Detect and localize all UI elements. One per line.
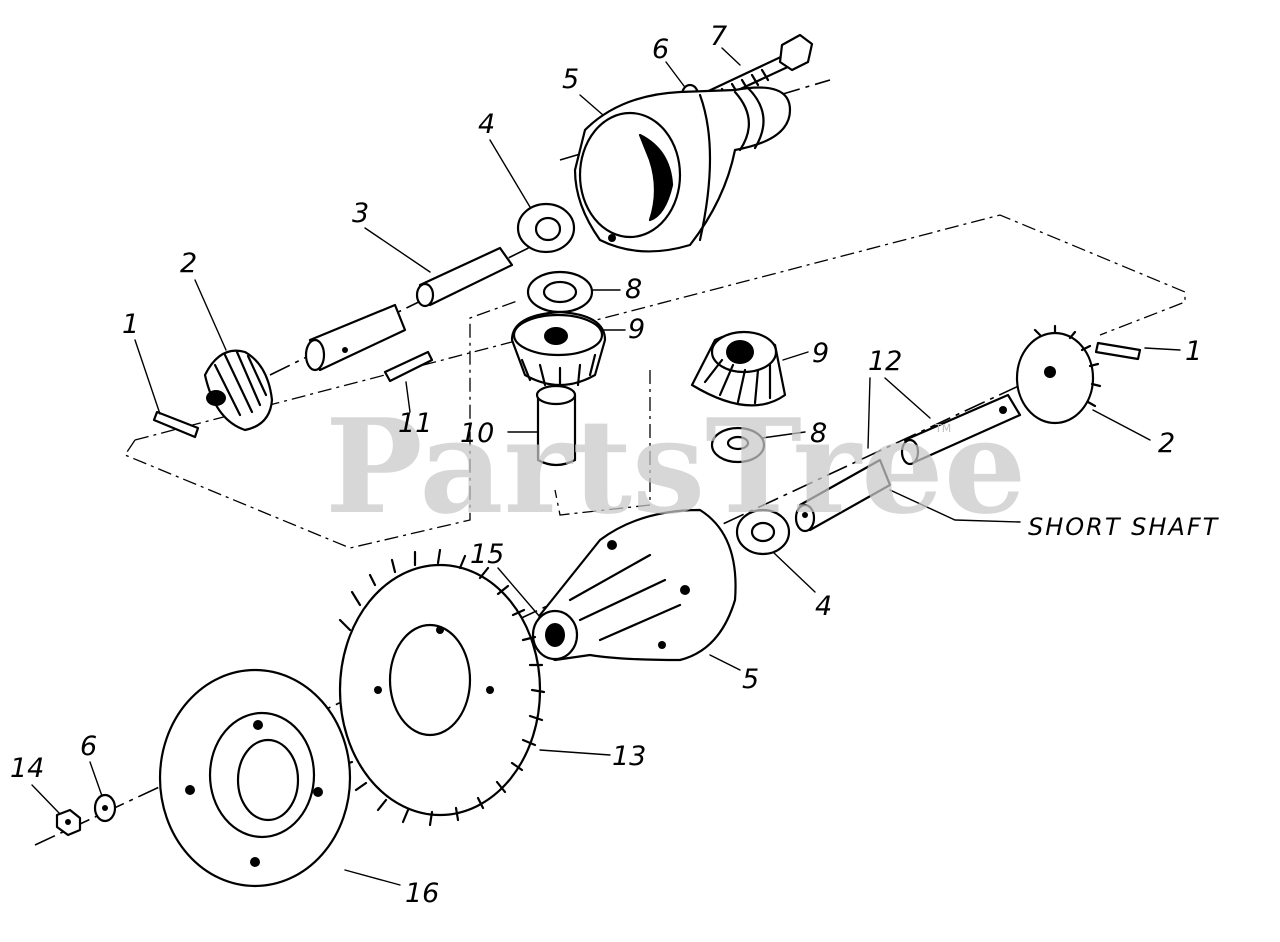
callout-9-right: 9: [812, 338, 829, 369]
callout-1-left: 1: [122, 309, 139, 340]
sprocket-13: [338, 548, 546, 827]
washer-4-bottom: [735, 508, 791, 556]
callout-8-top: 8: [625, 274, 642, 305]
callout-3: 3: [352, 198, 369, 229]
bevel-gear-2-right: [1015, 324, 1102, 425]
washer-8-top: [526, 270, 594, 314]
shaft-3: [415, 246, 514, 308]
callout-9-top: 9: [628, 314, 645, 345]
lock-washer-6-bottom: [93, 793, 117, 823]
spider-gear-9-top: [510, 310, 607, 390]
housing-5-bottom: [531, 508, 737, 662]
callout-11: 11: [398, 408, 432, 439]
leader-lines: [31, 47, 1181, 886]
callout-2-left: 2: [180, 248, 197, 279]
watermark: PartsTree: [325, 390, 1026, 543]
callout-7: 7: [710, 21, 727, 52]
callout-8-right: 8: [810, 418, 827, 449]
callout-6-top: 6: [652, 34, 669, 65]
short-shaft-12: [794, 393, 1022, 533]
callout-10: 10: [460, 418, 494, 449]
callout-13: 13: [612, 741, 646, 772]
callout-4-top: 4: [478, 109, 495, 140]
bolt-7: [698, 33, 814, 107]
pin-1-left: [152, 410, 200, 439]
callout-15: 15: [470, 539, 504, 570]
nut-14: [55, 808, 82, 837]
callout-5-top: 5: [562, 64, 579, 95]
shaft-left: [304, 303, 407, 372]
watermark-trademark: TM: [934, 422, 951, 435]
callout-2-right: 2: [1158, 428, 1175, 459]
spider-gear-9-right: [690, 330, 787, 407]
washer-8-right: [710, 426, 766, 464]
callout-4-bottom: 4: [815, 591, 832, 622]
washer-4-top: [516, 202, 576, 254]
pin-1-right: [1094, 341, 1142, 361]
pin-10: [535, 384, 577, 467]
callout-12: 12: [868, 346, 902, 377]
housing-5-top: [573, 86, 792, 253]
callout-6-bottom: 6: [80, 731, 97, 762]
pin-11: [383, 350, 434, 383]
assembly-outline: [124, 214, 1186, 549]
hub-16: [158, 668, 352, 888]
callout-14: 14: [10, 753, 44, 784]
bevel-gear-2-left: [203, 349, 274, 432]
callout-1-right: 1: [1185, 336, 1202, 367]
callout-short-shaft: SHORT SHAFT: [1028, 513, 1220, 541]
callout-16: 16: [405, 878, 439, 909]
callout-5-bottom: 5: [742, 664, 759, 695]
